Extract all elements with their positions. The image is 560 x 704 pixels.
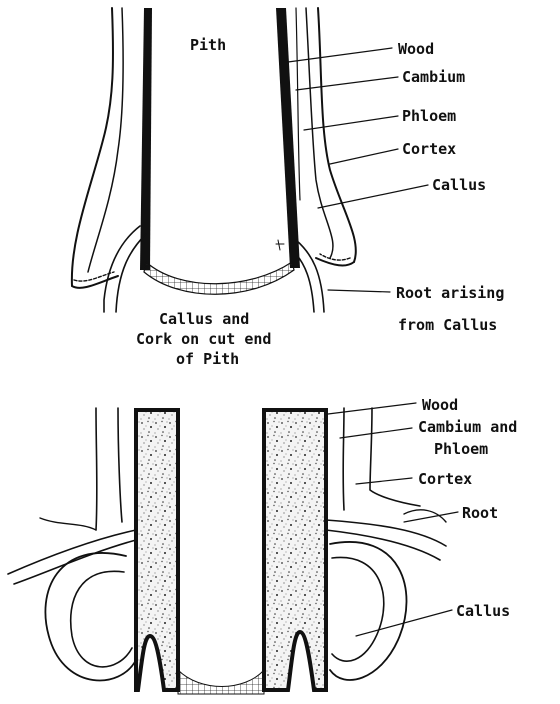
label-top-wood: Wood — [398, 40, 434, 58]
label-top-cambium: Cambium — [402, 68, 465, 86]
label-cambium-phloem-2: Phloem — [434, 440, 488, 458]
bottom-cutting-drawing — [8, 408, 446, 694]
top-wood-left — [140, 8, 152, 270]
label-top-cortex: Cortex — [402, 140, 456, 158]
label-bottom-callus: Callus — [456, 602, 510, 620]
label-bottom-cortex: Cortex — [418, 470, 472, 488]
label-cambium-phloem-1: Cambium and — [418, 418, 517, 436]
label-cork-1: Callus and — [159, 310, 249, 328]
label-cork-3: of Pith — [176, 350, 239, 368]
label-pith: Pith — [190, 36, 226, 54]
label-bottom-root: Root — [462, 504, 498, 522]
label-top-phloem: Phloem — [402, 107, 456, 125]
label-cork-2: Cork on cut end — [136, 330, 271, 348]
label-top-callus: Callus — [432, 176, 486, 194]
label-root-arising-1: Root arising — [396, 284, 504, 302]
label-root-arising-2: from Callus — [398, 316, 497, 334]
bottom-leader-lines — [328, 403, 458, 636]
label-bottom-wood: Wood — [422, 396, 458, 414]
